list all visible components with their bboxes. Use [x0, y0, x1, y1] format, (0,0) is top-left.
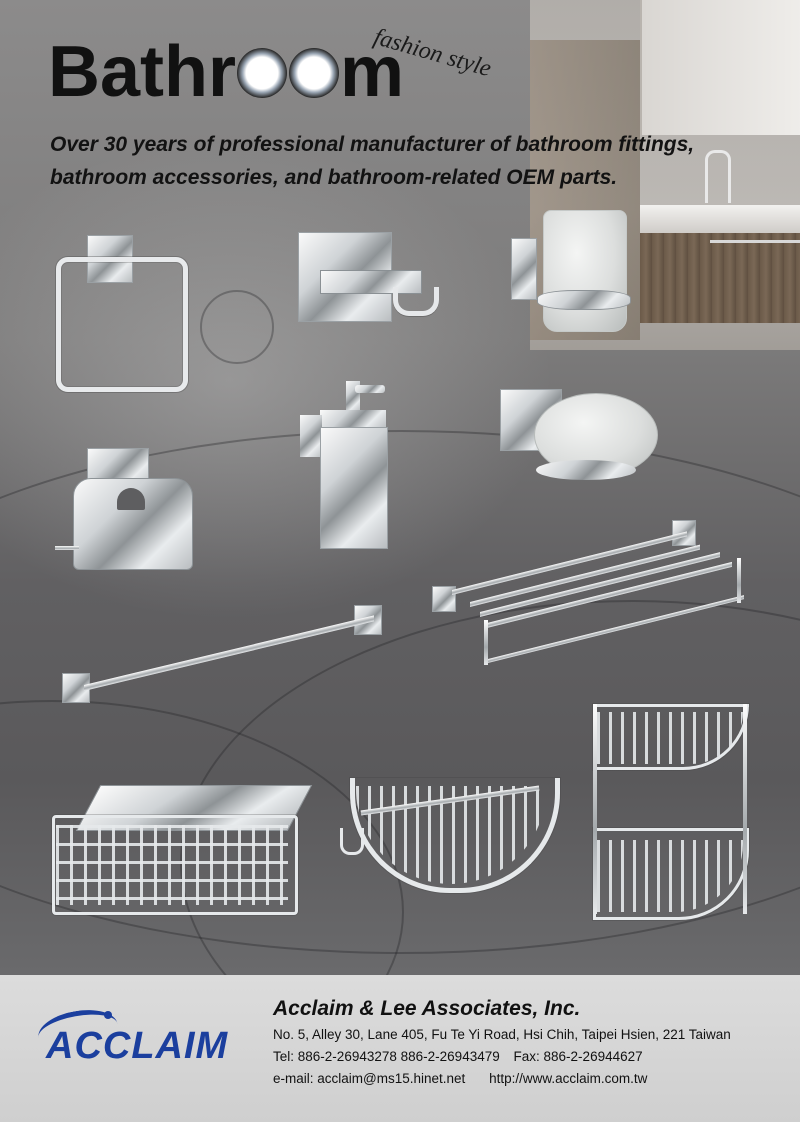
- subtitle-line-1: Over 30 years of professional manufactur…: [50, 133, 695, 156]
- floor-pattern-circle: [200, 290, 274, 364]
- hero-background: [0, 0, 800, 975]
- website-link[interactable]: http://www.acclaim.com.tw: [489, 1071, 648, 1086]
- soap-dispenser-image: [300, 375, 395, 550]
- robe-hook-image: [298, 232, 448, 332]
- vanity-cabinet: [640, 233, 800, 323]
- mirror-o-icon: [289, 48, 340, 98]
- towel-bar-image: [62, 605, 392, 715]
- subtitle-line-2: bathroom accessories, and bathroom-relat…: [50, 166, 618, 189]
- acclaim-logo: ACCLAIM: [35, 1004, 258, 1091]
- vanity-basin: [640, 205, 800, 233]
- subtitle: Over 30 years of professional manufactur…: [50, 128, 770, 194]
- tumbler-holder-image: [505, 210, 631, 340]
- logo-text: ACCLAIM: [46, 1025, 229, 1067]
- contact-line: e-mail: acclaim@ms15.hinet.net http://ww…: [273, 1071, 647, 1086]
- title-text-start: Bathr: [48, 32, 237, 112]
- tel-number-2[interactable]: 886-2-26943479: [400, 1049, 500, 1064]
- tel-label: Tel:: [273, 1049, 295, 1064]
- tel-number-1[interactable]: 886-2-26943278: [297, 1049, 397, 1064]
- toilet-paper-holder-image: [55, 448, 200, 573]
- footer: ACCLAIM Acclaim & Lee Associates, Inc. N…: [0, 975, 800, 1122]
- towel-ring-image: [50, 235, 190, 395]
- email-label: e-mail:: [273, 1071, 314, 1086]
- email-link[interactable]: acclaim@ms15.hinet.net: [317, 1071, 466, 1086]
- mirror-o-icon: [237, 48, 288, 98]
- phone-line: Tel: 886-2-26943278 886-2-26943479 Fax: …: [273, 1049, 643, 1064]
- company-name: Acclaim & Lee Associates, Inc.: [273, 997, 581, 1020]
- address: No. 5, Alley 30, Lane 405, Fu Te Yi Road…: [273, 1027, 731, 1042]
- two-tier-corner-basket-image: [585, 690, 755, 920]
- bathroom-wall-cabinet: [640, 0, 800, 135]
- vanity-handle: [710, 240, 800, 243]
- towel-rack-shelf-image: [432, 520, 762, 670]
- logo-dot-icon: [104, 1011, 112, 1019]
- faucet: [705, 150, 731, 203]
- title-text-end: m: [340, 32, 405, 112]
- corner-wire-basket-image: [340, 768, 560, 903]
- rectangular-wire-basket-image: [48, 785, 313, 915]
- fax-number: 886-2-26944627: [543, 1049, 643, 1064]
- soap-dish-image: [496, 385, 666, 495]
- fax-label: Fax:: [513, 1049, 540, 1064]
